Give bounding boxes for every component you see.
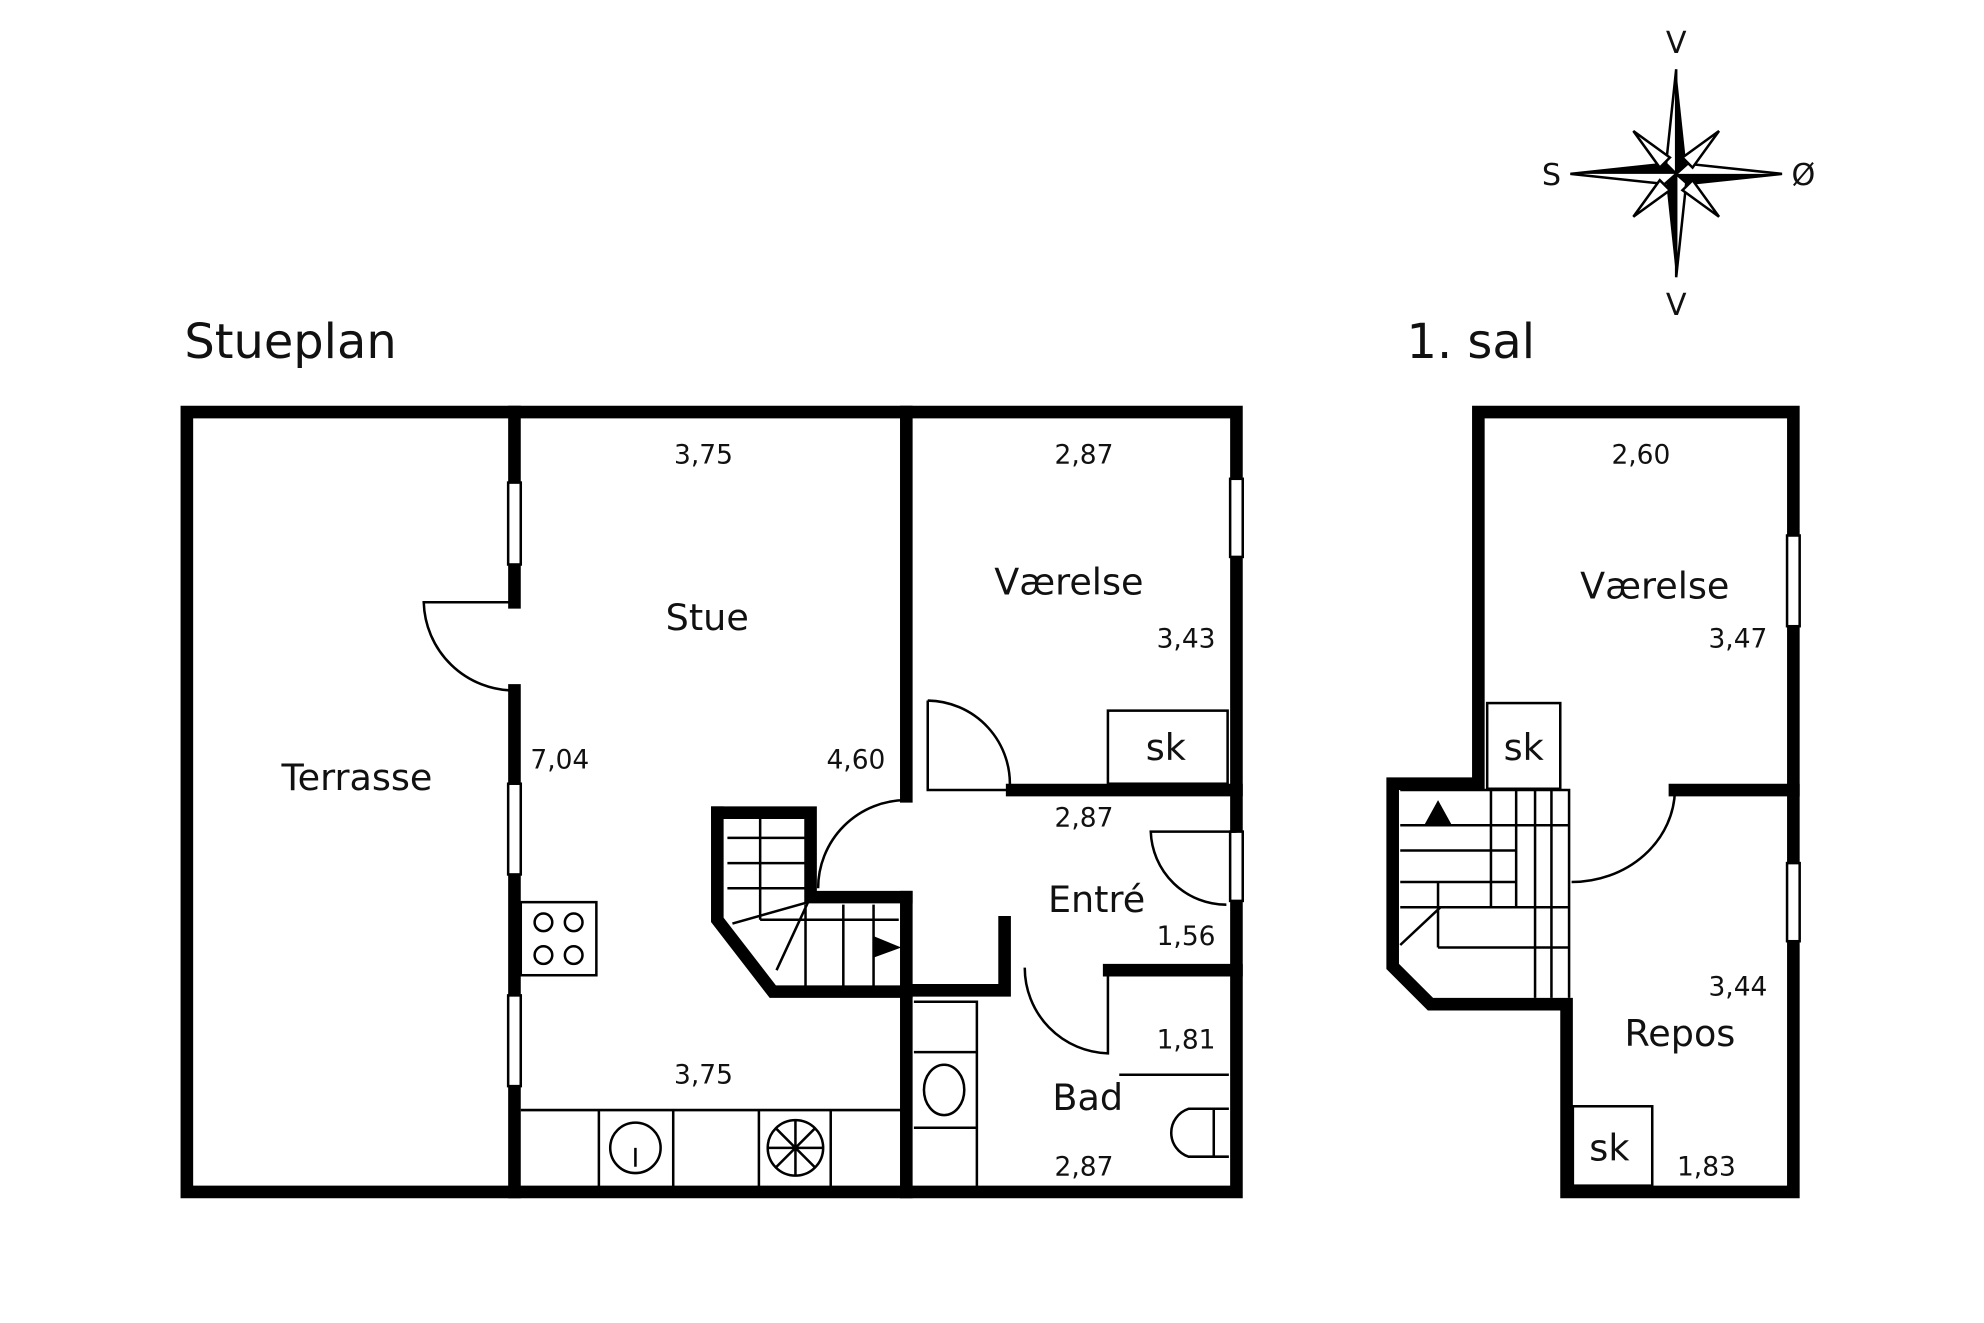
dimension-vaerelse-1st-top: 2,60 (1611, 440, 1670, 471)
closet-label-1st-lower: sk (1589, 1126, 1630, 1169)
ground-floor-title: Stueplan (184, 315, 396, 370)
compass-label-left: S (1542, 158, 1561, 193)
dimension-stue-right: 4,60 (826, 745, 885, 776)
dimension-bad-right: 1,81 (1157, 1024, 1216, 1055)
closet-label-1st-upper: sk (1504, 726, 1545, 769)
compass-label-top: V (1666, 26, 1687, 61)
dimension-bad-bottom: 2,87 (1055, 1152, 1114, 1183)
ground-floor-walls (180, 405, 1244, 1199)
room-label-repos: Repos (1625, 1012, 1736, 1055)
room-label-bad: Bad (1052, 1076, 1123, 1119)
dimension-stue-top: 3,75 (674, 440, 733, 471)
compass-label-right: Ø (1792, 158, 1816, 193)
compass-rose-icon (1570, 69, 1783, 278)
dimension-stue-left: 7,04 (530, 745, 589, 776)
room-label-terrasse: Terrasse (281, 756, 433, 799)
dimension-vaerelse-1st-right: 3,47 (1708, 624, 1767, 655)
dimension-entre-top: 2,87 (1055, 803, 1114, 834)
compass-label-bottom: V (1666, 288, 1687, 323)
first-floor-walls (1386, 405, 1801, 1199)
dimension-repos-right: 3,44 (1708, 971, 1767, 1002)
dimension-vaerelse-right: 3,43 (1157, 624, 1216, 655)
first-floor-title: 1. sal (1407, 315, 1535, 370)
room-label-vaerelse-1st: Værelse (1580, 565, 1729, 608)
dimension-entre-right: 1,56 (1157, 921, 1216, 952)
dimension-repos-bottom: 1,83 (1677, 1152, 1736, 1183)
dimension-vaerelse-top: 2,87 (1055, 440, 1114, 471)
closet-label: sk (1146, 726, 1187, 769)
room-label-entre: Entré (1048, 878, 1145, 921)
room-label-stue: Stue (666, 596, 749, 639)
room-label-vaerelse: Værelse (994, 561, 1143, 604)
dimension-stue-bottom: 3,75 (674, 1060, 733, 1091)
